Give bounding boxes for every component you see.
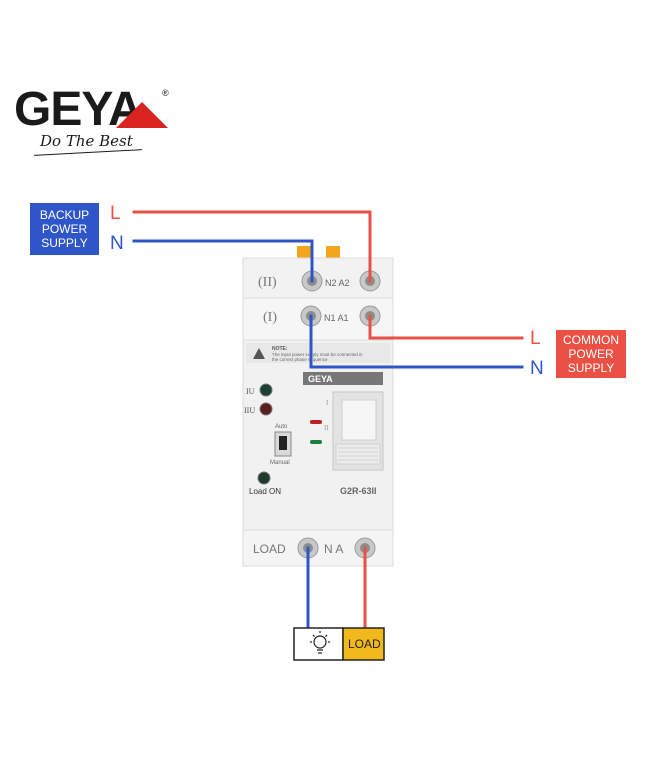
- load-terminal-label: LOAD: [253, 542, 286, 556]
- load-terminal-codes: N A: [324, 542, 343, 556]
- indicator-1-led: [259, 383, 273, 397]
- source-2-terminal-label: N2 A2: [325, 278, 350, 288]
- light-bulb-icon: [310, 631, 330, 654]
- common-line-label: L: [530, 328, 541, 349]
- brand-slogan: Do The Best: [40, 132, 133, 150]
- source-2-label: (II): [258, 275, 277, 290]
- common-power-supply-label: COMMON POWER SUPPLY: [556, 330, 626, 378]
- status-led-green: [310, 440, 322, 444]
- device-model: G2R-63II: [340, 486, 377, 496]
- mode-manual-label: Manual: [270, 460, 290, 466]
- indicator-2-label: IIU: [244, 406, 255, 415]
- note-text-line-2: the correct phase sequence: [272, 357, 328, 362]
- position-1-label: I: [326, 399, 329, 407]
- indicator-1-label: IU: [246, 387, 255, 396]
- note-text-line-1: The input power supply must be connected…: [272, 352, 363, 357]
- device-brand: GEYA: [308, 374, 333, 384]
- load-box: LOAD: [293, 627, 385, 661]
- backup-power-supply-label: BACKUP POWER SUPPLY: [30, 203, 99, 255]
- load-icon-cell: [293, 627, 344, 661]
- load-label: LOAD: [348, 637, 381, 651]
- load-label-cell: [342, 627, 385, 661]
- backup-line-wire: [132, 210, 372, 283]
- status-led-red: [310, 420, 322, 424]
- note-title: NOTE:: [272, 346, 288, 352]
- wires: [132, 210, 524, 630]
- position-2-label: II: [324, 424, 329, 432]
- indicator-2-led: [259, 402, 273, 416]
- switch-handle[interactable]: [341, 399, 377, 441]
- backup-line-label: L: [110, 203, 121, 224]
- mode-switch-slider[interactable]: [279, 436, 287, 450]
- backup-neutral-wire: [132, 239, 314, 283]
- transfer-switch-device: (II) N2 A2 (I) N1 A1 NOTE: The input pow…: [242, 246, 394, 567]
- note-area: [246, 343, 390, 363]
- top-clip-left: [297, 246, 311, 260]
- source-1-terminal-label: N1 A1: [324, 313, 349, 323]
- switch-handle-grip[interactable]: [335, 443, 381, 465]
- backup-neutral-label: N: [110, 233, 124, 254]
- top-clip-right: [326, 246, 340, 260]
- warning-icon: [253, 348, 265, 359]
- device-brand-strip: [303, 372, 383, 385]
- common-line-wire: [368, 314, 524, 340]
- common-neutral-label: N: [530, 358, 544, 379]
- source-1-label: (I): [263, 310, 277, 325]
- load-on-label: Load ON: [249, 487, 281, 496]
- mode-auto-label: Auto: [275, 424, 288, 430]
- logo-accent-icon: [116, 102, 168, 128]
- common-neutral-wire: [309, 314, 524, 369]
- load-on-led: [257, 471, 271, 485]
- registered-mark: ®: [162, 88, 169, 98]
